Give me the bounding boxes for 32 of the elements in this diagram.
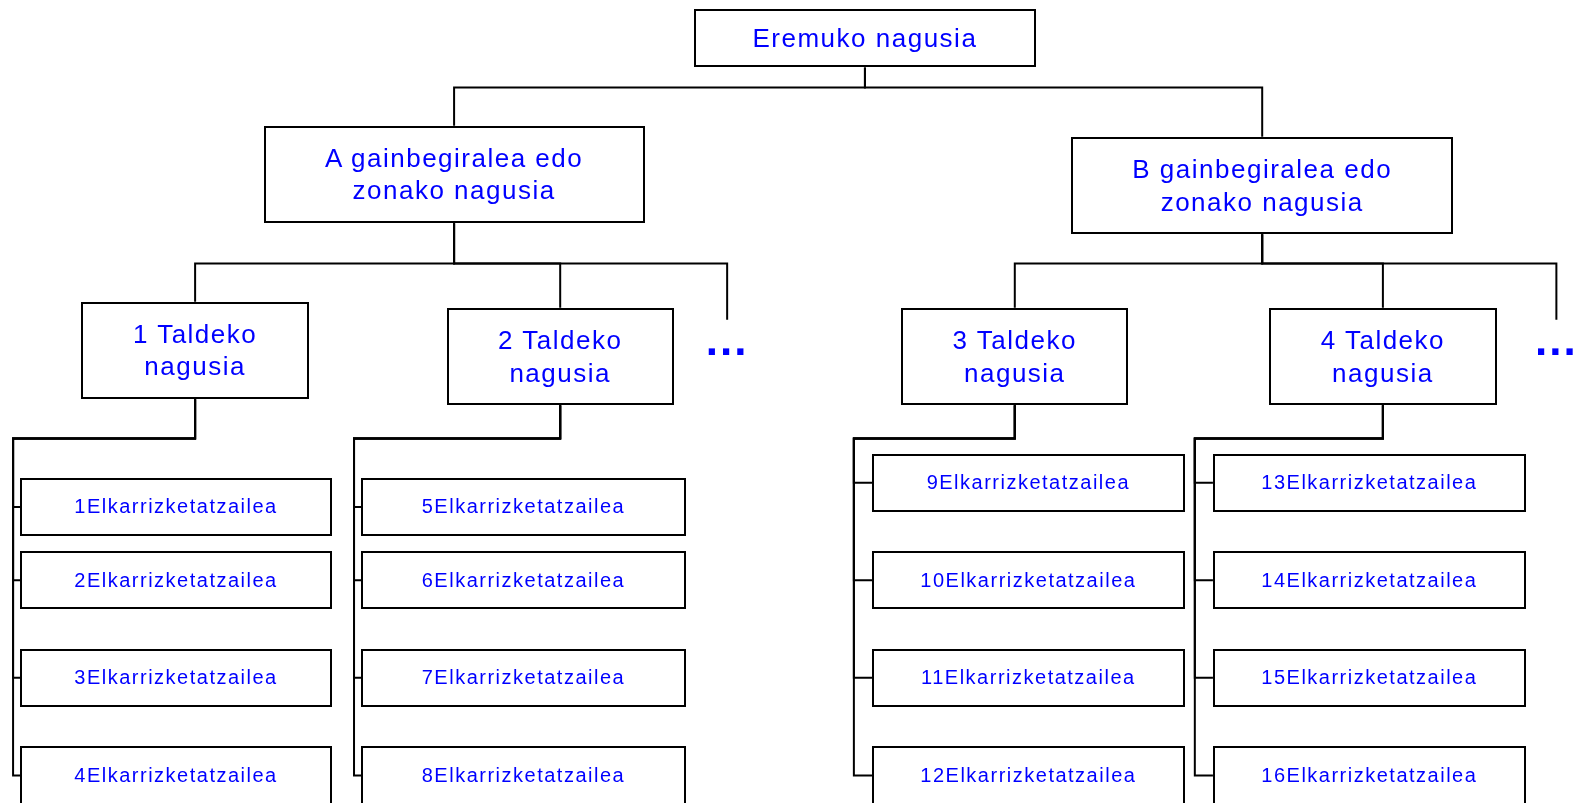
connector-line [863, 66, 1264, 138]
role-box: 11Elkarrizketatzailea [871, 648, 1185, 707]
connector-line [12, 398, 197, 777]
role-box: 3Elkarrizketatzailea [20, 648, 332, 707]
ellipsis-mark: ... [693, 319, 761, 363]
role-box: 2Elkarrizketatzailea [20, 551, 332, 610]
connector-line [453, 222, 729, 321]
role-box: 14Elkarrizketatzailea [1212, 551, 1526, 610]
role-box: 4Elkarrizketatzailea [20, 746, 332, 803]
role-box: 9Elkarrizketatzailea [871, 453, 1185, 512]
connector-line [353, 404, 562, 777]
role-box: Eremuko nagusia [693, 9, 1036, 68]
role-box: 8Elkarrizketatzailea [361, 746, 686, 803]
role-box: B gainbegiralea edo zonako nagusia [1071, 136, 1454, 235]
role-box: 2 Taldeko nagusia [446, 307, 674, 406]
role-box: 6Elkarrizketatzailea [361, 551, 686, 610]
role-box: 1Elkarrizketatzailea [20, 477, 332, 537]
ellipsis-mark: ... [1535, 319, 1577, 363]
role-box: 3 Taldeko nagusia [901, 307, 1129, 406]
connector-line [1261, 233, 1558, 321]
role-box: 10Elkarrizketatzailea [871, 551, 1185, 610]
role-box: A gainbegiralea edo zonako nagusia [263, 125, 645, 224]
role-box: 1 Taldeko nagusia [81, 301, 309, 400]
role-box: 16Elkarrizketatzailea [1212, 746, 1526, 803]
role-box: 7Elkarrizketatzailea [361, 648, 686, 707]
role-box: 12Elkarrizketatzailea [871, 746, 1185, 803]
role-box: 15Elkarrizketatzailea [1212, 648, 1526, 707]
role-box: 5Elkarrizketatzailea [361, 477, 686, 537]
connector-line [1193, 404, 1384, 777]
role-box: 13Elkarrizketatzailea [1212, 453, 1526, 512]
connector-line [852, 404, 1016, 777]
role-box: 4 Taldeko nagusia [1269, 307, 1497, 406]
